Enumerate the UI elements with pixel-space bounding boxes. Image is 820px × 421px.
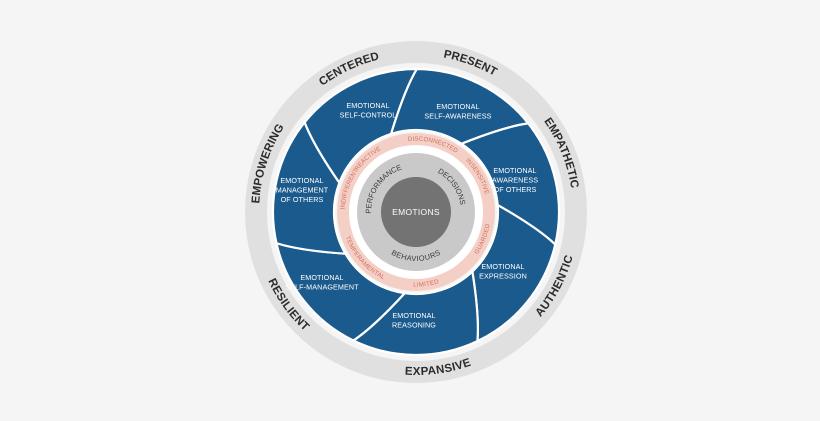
segments-group: EMOTIONALSELF-AWARENESSEMOTIONALAWARENES…: [271, 67, 561, 357]
pink-word-limited: LIMITED: [413, 278, 440, 289]
segment-label-3-line-0: EMOTIONAL: [392, 311, 435, 320]
segment-label-1-line-1: AWARENESS: [492, 176, 538, 185]
segment-shape-1: [460, 122, 561, 246]
segment-label-3-line-1: REASONING: [392, 320, 436, 329]
segment-label-6-line-1: SELF-CONTROL: [340, 110, 397, 119]
segment-shape-2: [471, 203, 557, 343]
segment-shape-5: [271, 121, 347, 255]
segment-shape-4: [275, 242, 406, 342]
segment-label-6-line-0: EMOTIONAL: [346, 101, 389, 110]
segment-shape-3: [352, 270, 479, 357]
segment-label-0-line-1: SELF-AWARENESS: [424, 111, 491, 120]
segment-label-1-line-2: OF OTHERS: [494, 185, 537, 194]
segment-label-2-line-1: EXPRESSION: [479, 271, 527, 280]
core-circle: [381, 177, 451, 247]
segment-label-4-line-0: EMOTIONAL: [300, 273, 343, 282]
segment-label-5-line-2: OF OTHERS: [281, 195, 324, 204]
segment-label-5-line-0: EMOTIONAL: [280, 176, 323, 185]
segment-label-2-line-0: EMOTIONAL: [481, 262, 524, 271]
segment-label-0-line-0: EMOTIONAL: [436, 102, 479, 111]
segment-label-1-line-0: EMOTIONAL: [493, 166, 536, 175]
core-label: EMOTIONS: [392, 207, 440, 217]
segment-shape-6: [303, 67, 418, 184]
segment-label-4-line-1: SELF-MANAGEMENT: [285, 282, 359, 291]
segment-label-5-line-1: MANAGEMENT: [276, 186, 329, 195]
